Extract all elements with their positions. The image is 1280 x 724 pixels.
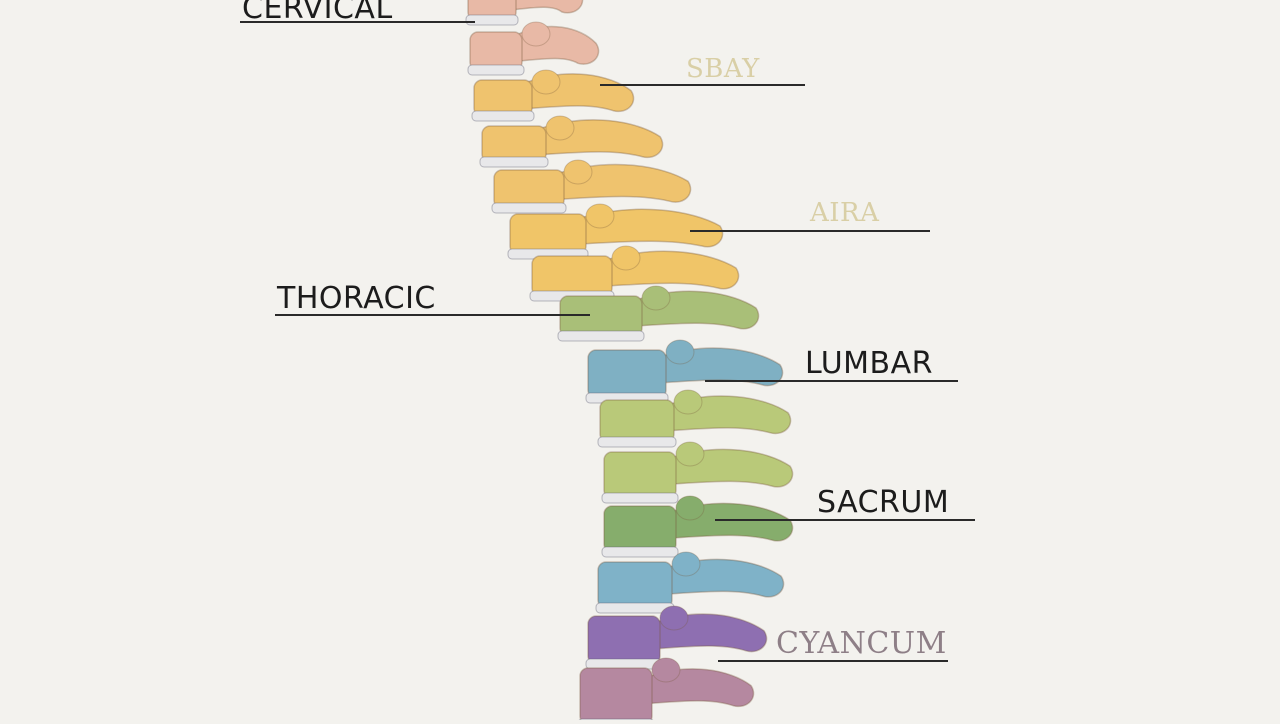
vertebra-facet bbox=[563, 159, 593, 185]
vertebra-facet bbox=[585, 203, 615, 229]
vertebra-facet bbox=[675, 441, 705, 467]
vertebral-column bbox=[465, 0, 794, 724]
vertebra bbox=[601, 441, 794, 504]
vertebra-body bbox=[469, 31, 523, 71]
vertebra bbox=[467, 21, 600, 76]
vertebra bbox=[557, 285, 760, 342]
vertebra-facet bbox=[545, 115, 575, 141]
intervertebral-disc bbox=[597, 436, 677, 448]
intervertebral-disc bbox=[601, 546, 679, 558]
vertebra-process bbox=[579, 208, 724, 248]
aira-label: AIRA bbox=[810, 198, 880, 228]
intervertebral-disc bbox=[491, 202, 567, 214]
vertebra-facet bbox=[531, 69, 561, 95]
vertebra-facet bbox=[675, 495, 705, 521]
intervertebral-disc bbox=[471, 110, 535, 122]
vertebra-facet bbox=[671, 551, 701, 577]
vertebra-body bbox=[597, 561, 673, 609]
cyancum-label: CYANCUM bbox=[776, 626, 947, 661]
vertebra-body bbox=[493, 169, 565, 209]
sacrum-label: SACRUM bbox=[817, 485, 950, 520]
vertebra bbox=[585, 605, 768, 670]
leader-lines bbox=[240, 21, 975, 662]
vertebra-body bbox=[603, 451, 677, 499]
vertebra bbox=[601, 495, 794, 558]
thoracic-label: THORACIC bbox=[277, 281, 436, 316]
intervertebral-disc bbox=[479, 156, 549, 168]
vertebra bbox=[585, 339, 784, 404]
vertebra-body bbox=[587, 349, 667, 399]
intervertebral-disc bbox=[601, 492, 679, 504]
vertebra-facet bbox=[659, 605, 689, 631]
cervical-label: CERVICAL bbox=[242, 0, 393, 26]
vertebra bbox=[577, 657, 755, 724]
vertebra-body bbox=[587, 615, 661, 665]
vertebra-body bbox=[531, 255, 613, 297]
vertebra-body bbox=[509, 213, 587, 255]
lumbar-label: LUMBAR bbox=[805, 346, 934, 381]
vertebra bbox=[465, 0, 584, 26]
vertebra bbox=[597, 389, 792, 448]
intervertebral-disc bbox=[557, 330, 645, 342]
intervertebral-disc bbox=[465, 14, 519, 26]
vertebra-body bbox=[599, 399, 675, 443]
vertebra-process bbox=[509, 0, 584, 14]
vertebra-facet bbox=[673, 389, 703, 415]
vertebra-body bbox=[579, 667, 653, 724]
vertebra bbox=[479, 115, 664, 168]
sbay-label: SBAY bbox=[686, 54, 760, 84]
vertebra bbox=[491, 159, 692, 214]
vertebra bbox=[595, 551, 785, 614]
intervertebral-disc bbox=[467, 64, 525, 76]
vertebra bbox=[471, 69, 635, 122]
vertebra-facet bbox=[521, 21, 551, 47]
vertebra-facet bbox=[611, 245, 641, 271]
vertebra-facet bbox=[665, 339, 695, 365]
vertebra-facet bbox=[651, 657, 681, 683]
vertebra-facet bbox=[641, 285, 671, 311]
vertebra-body bbox=[603, 505, 677, 553]
